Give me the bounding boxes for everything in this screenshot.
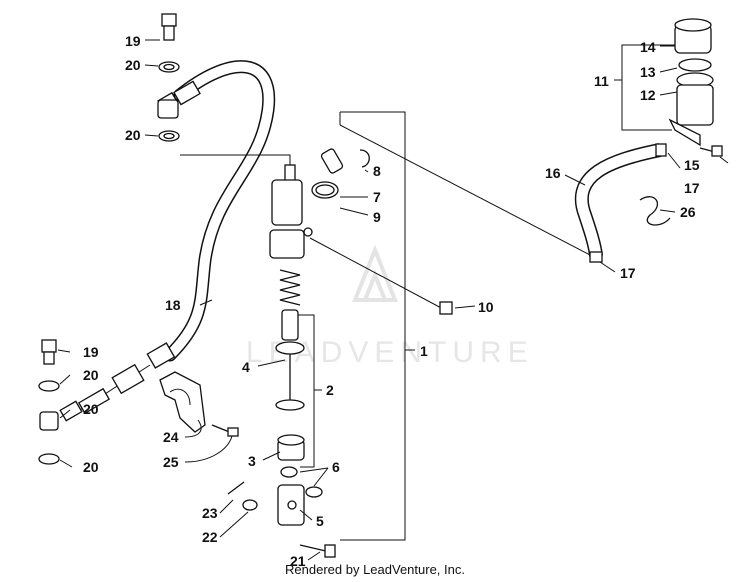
callout-16: 16 — [545, 165, 561, 181]
bracket-1 — [340, 111, 415, 541]
callout-13: 13 — [640, 64, 656, 80]
bracket-11 — [614, 44, 680, 131]
callout-19-upper: 19 — [125, 33, 141, 49]
callout-19-lower: 19 — [83, 344, 99, 360]
callout-20-a: 20 — [125, 57, 141, 73]
footer-credit: Rendered by LeadVenture, Inc. — [285, 562, 465, 577]
callout-14: 14 — [640, 39, 656, 55]
callout-25: 25 — [163, 454, 179, 470]
callout-12: 12 — [640, 87, 656, 103]
clip-26 — [639, 196, 671, 226]
callout-7: 7 — [373, 189, 381, 205]
callout-1: 1 — [420, 343, 428, 359]
master-cylinder — [269, 164, 313, 259]
fittings-7-8-9 — [311, 148, 370, 199]
callout-10: 10 — [478, 299, 494, 315]
washer-pin — [227, 481, 258, 511]
callout-8: 8 — [373, 163, 381, 179]
callout-20-b: 20 — [125, 127, 141, 143]
callout-23: 23 — [202, 505, 218, 521]
callout-26: 26 — [680, 204, 696, 220]
callout-2: 2 — [326, 382, 334, 398]
callout-20-d: 20 — [83, 401, 99, 417]
clevis — [277, 466, 336, 558]
lower-banjo-parts — [38, 339, 60, 465]
bolt-25 — [211, 424, 239, 437]
callout-11: 11 — [594, 73, 609, 89]
piston-assembly — [275, 269, 305, 461]
callout-4: 4 — [242, 359, 250, 375]
lower-hose-fitting — [59, 342, 176, 422]
callout-21: 21 — [290, 553, 306, 569]
callout-5: 5 — [316, 513, 324, 529]
callout-17-lower: 17 — [620, 265, 636, 281]
bolt-10 — [309, 237, 453, 315]
callout-18: 18 — [165, 297, 181, 313]
callout-15: 15 — [684, 157, 700, 173]
reservoir — [668, 18, 723, 157]
hose-bracket — [159, 371, 206, 433]
leader-lines — [57, 39, 729, 561]
reservoir-hose — [574, 143, 667, 263]
callout-22: 22 — [202, 529, 218, 545]
callout-20-e: 20 — [83, 459, 99, 475]
callout-24: 24 — [163, 429, 179, 445]
callout-labels: 1 2 3 4 5 6 7 8 9 10 11 12 13 14 15 16 1… — [83, 33, 700, 569]
callout-17-upper: 17 — [684, 180, 700, 196]
bracket-2 — [285, 314, 322, 468]
callout-9: 9 — [373, 209, 381, 225]
callout-3: 3 — [248, 453, 256, 469]
callout-20-c: 20 — [83, 367, 99, 383]
callout-6: 6 — [332, 459, 340, 475]
